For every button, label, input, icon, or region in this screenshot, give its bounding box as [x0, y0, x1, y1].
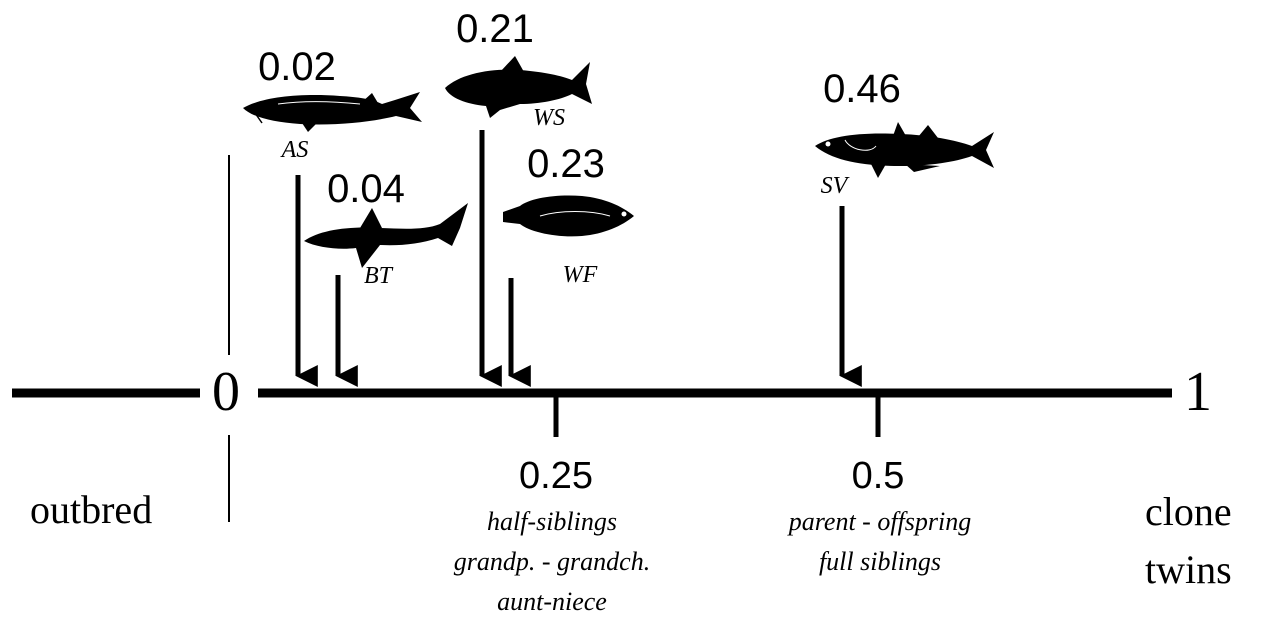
- tick-note: aunt-niece: [497, 587, 607, 616]
- twins-label: twins: [1145, 547, 1232, 592]
- outbred-label: outbred: [30, 487, 152, 532]
- axis-zero-label: 0: [212, 361, 240, 423]
- shark-icon: [304, 203, 468, 268]
- value-label-as: 0.02: [258, 45, 336, 89]
- tick-note: grandp. - grandch.: [454, 547, 650, 576]
- tick-note: parent - offspring: [787, 507, 971, 536]
- axis-one-label: 1: [1184, 361, 1212, 423]
- tick-note: half-siblings: [487, 507, 617, 536]
- tick-label-05: 0.5: [852, 455, 905, 497]
- species-code-sv: SV: [821, 173, 850, 199]
- clone-label: clone: [1145, 489, 1232, 534]
- tick-label-025: 0.25: [519, 455, 593, 497]
- species-code-wf: WF: [563, 262, 598, 288]
- sturgeon-icon: [243, 92, 422, 132]
- shark-icon: [445, 56, 592, 118]
- value-label-bt: 0.04: [327, 167, 405, 211]
- species-code-bt: BT: [364, 263, 394, 289]
- value-label-ws: 0.21: [456, 7, 534, 51]
- value-label-wf: 0.23: [527, 142, 605, 186]
- value-label-sv: 0.46: [823, 67, 901, 111]
- fish-icon: [815, 122, 994, 178]
- species-code-as: AS: [280, 137, 309, 163]
- tick-note: full siblings: [819, 547, 941, 576]
- flatfish-icon: [503, 195, 634, 237]
- species-code-ws: WS: [533, 105, 565, 131]
